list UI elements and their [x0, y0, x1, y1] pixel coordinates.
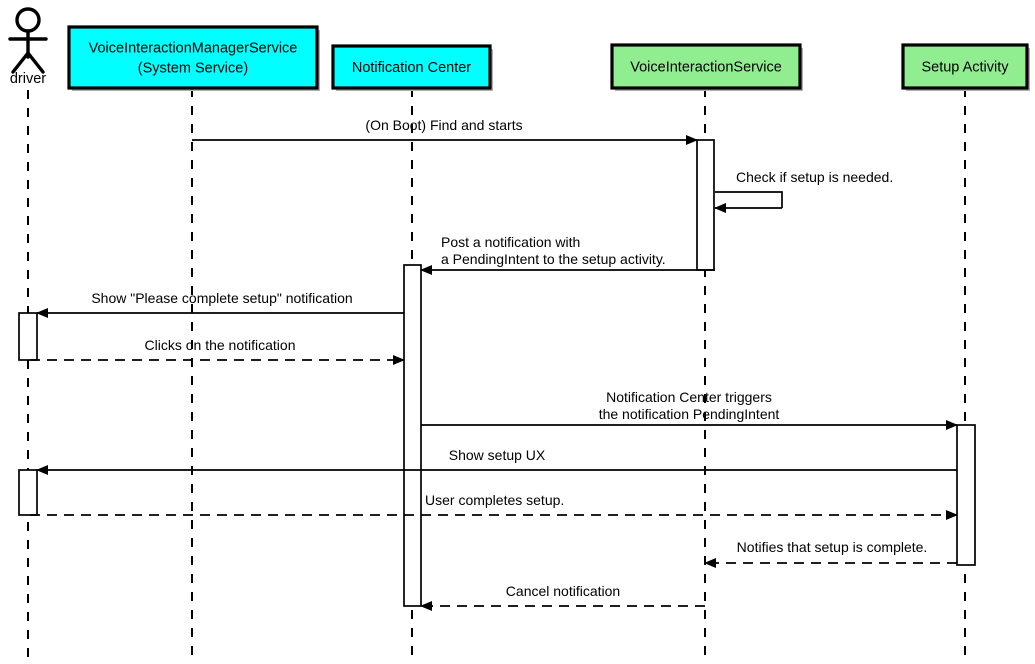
- participant-label-vims: VoiceInteractionManagerService: [89, 40, 298, 56]
- activation-bar-driver: [18, 469, 38, 516]
- participant-vis[interactable]: VoiceInteractionService: [610, 43, 803, 91]
- actor-leg-left-icon: [11, 51, 30, 74]
- message-label: Clicks on the notification: [145, 337, 296, 353]
- activation-bar-notification_center: [403, 264, 422, 607]
- message-msg-2[interactable]: Check if setup is needed.: [714, 169, 893, 213]
- actor-leg-right-icon: [26, 51, 45, 74]
- participant-box-vims[interactable]: [67, 25, 319, 90]
- message-label: (On Boot) Find and starts: [365, 117, 522, 133]
- participant-setup_activity[interactable]: Setup Activity: [901, 43, 1030, 91]
- message-msg-5[interactable]: Clicks on the notification: [30, 337, 405, 365]
- message-label: Show setup UX: [449, 447, 546, 463]
- message-label-line1: Post a notification with: [441, 234, 580, 250]
- message-label-line2: a PendingIntent to the setup activity.: [441, 251, 666, 267]
- message-label-line1: Notification Center triggers: [606, 389, 772, 405]
- message-msg-7[interactable]: Show setup UX: [36, 447, 957, 475]
- message-label: User completes setup.: [425, 492, 564, 508]
- activation-bar-driver: [18, 312, 38, 361]
- message-msg-8[interactable]: User completes setup.: [30, 492, 958, 520]
- activation-bar-vis: [696, 139, 715, 271]
- participant-box-notification_center[interactable]: [331, 44, 492, 90]
- message-msg-1[interactable]: (On Boot) Find and starts: [192, 117, 698, 145]
- message-label: Notifies that setup is complete.: [737, 539, 928, 555]
- participants-layer: driver VoiceInteractionManagerService (Sys…: [8, 7, 1030, 91]
- message-msg-10[interactable]: Cancel notification: [420, 583, 705, 611]
- message-self-path: [715, 191, 783, 208]
- message-msg-9[interactable]: Notifies that setup is complete.: [704, 539, 957, 568]
- actor-driver[interactable]: driver: [8, 7, 48, 87]
- participant-label-notification_center: Notification Center: [352, 60, 471, 76]
- participant-label-setup_activity: Setup Activity: [921, 59, 1009, 75]
- message-label: Check if setup is needed.: [736, 169, 893, 185]
- message-label: Show "Please complete setup" notificatio…: [91, 290, 352, 306]
- participant-label-vis: VoiceInteractionService: [630, 59, 782, 75]
- participant-sublabel-vims: (System Service): [138, 60, 248, 76]
- participant-box-vis[interactable]: [610, 43, 802, 90]
- message-label-line2: the notification PendingIntent: [599, 406, 780, 422]
- participant-notification_center[interactable]: Notification Center: [331, 44, 493, 91]
- participant-vims[interactable]: VoiceInteractionManagerService (System Se…: [67, 25, 320, 91]
- activations-layer: [18, 139, 976, 607]
- actor-label-driver: driver: [10, 71, 46, 87]
- participant-box-setup_activity[interactable]: [901, 43, 1029, 90]
- message-label: Cancel notification: [506, 583, 620, 599]
- activation-bar-setup_activity: [956, 424, 976, 566]
- actor-head-icon: [15, 7, 41, 33]
- message-msg-4[interactable]: Show "Please complete setup" notificatio…: [36, 290, 404, 318]
